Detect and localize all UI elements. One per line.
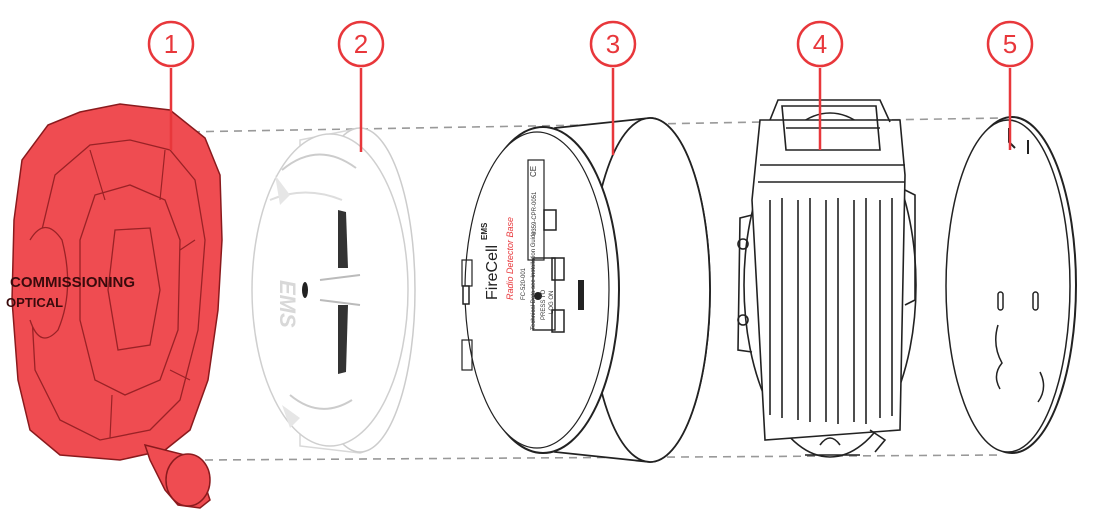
part-4-battery-module (737, 99, 917, 458)
base-guide-label: Technical Data see Installation Guide (531, 231, 537, 330)
base-code-label: FC-520-001 (521, 267, 527, 300)
callout-3: 3 (589, 20, 637, 68)
detector-logo-label: EMS (275, 280, 300, 328)
base-approval-label: 0359-CPR-0051 (532, 191, 538, 235)
callout-3-number: 3 (606, 29, 620, 59)
cap-commissioning-label: COMMISSIONING (10, 274, 135, 291)
base-subtitle-label: Radio Detector Base (505, 217, 515, 300)
base-brand-label: EMS (480, 222, 489, 240)
base-product-label: FireCell (484, 245, 501, 300)
callout-1-number: 1 (164, 29, 178, 59)
callout-2-number: 2 (354, 29, 368, 59)
callout-5: 5 (986, 20, 1034, 68)
base-ce-label: CE (529, 166, 538, 177)
callout-1: 1 (147, 20, 195, 68)
part-5-back-plate (945, 116, 1077, 454)
callout-5-number: 5 (1003, 29, 1017, 59)
part-1-commissioning-cap: COMMISSIONING OPTICAL (6, 103, 223, 509)
cap-optical-label: OPTICAL (6, 295, 63, 310)
part-3-detector-base: FireCell Radio Detector Base FC-520-001 … (461, 117, 711, 463)
base-press-label: PRESS TO (541, 290, 547, 320)
callout-4-number: 4 (813, 29, 827, 59)
base-logon-label: LOG ON (549, 291, 555, 314)
callout-4: 4 (796, 20, 844, 68)
callout-2: 2 (337, 20, 385, 68)
callout-leaders (169, 68, 1012, 155)
part-2-detector-head: EMS (251, 127, 416, 454)
